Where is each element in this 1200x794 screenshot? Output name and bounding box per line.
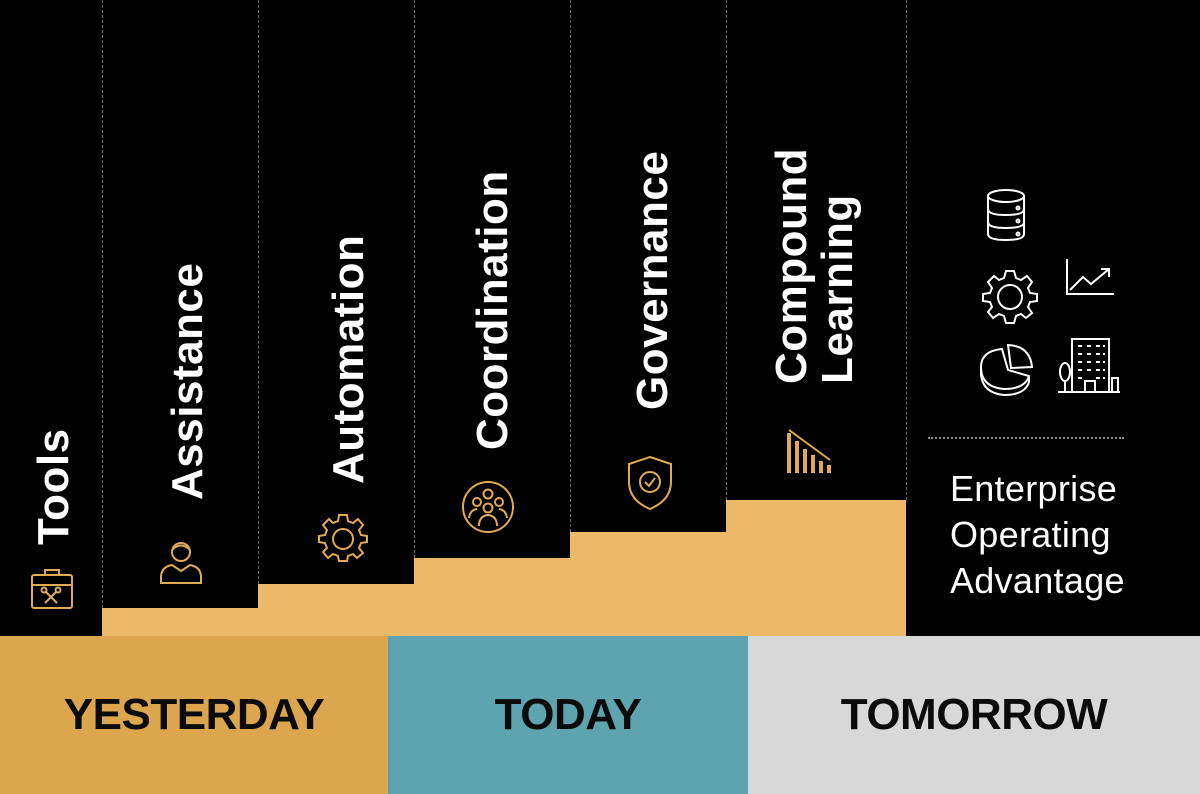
timeline-label: TODAY — [494, 690, 642, 739]
timeline-tomorrow: TOMORROW — [748, 636, 1200, 794]
timeline-today: TODAY — [388, 636, 748, 794]
stage-label-assistance: Assistance — [163, 262, 212, 500]
gold-staircase — [102, 500, 906, 636]
team-icon — [461, 480, 515, 534]
column-divider — [414, 0, 415, 558]
gear-icon — [318, 512, 368, 562]
shield-check-icon — [626, 455, 674, 511]
maturity-staircase: Tools Assistance Automation Coordination… — [29, 0, 1125, 636]
section-divider — [928, 437, 1124, 439]
stage-label-automation: Automation — [324, 234, 373, 484]
pie-chart-icon — [978, 343, 1034, 402]
gear-icon — [981, 268, 1039, 331]
column-divider — [726, 0, 727, 500]
building-icon — [1057, 336, 1121, 401]
trend-chart-icon — [1064, 257, 1116, 302]
column-divider — [570, 0, 571, 532]
advantage-line: Enterprise — [950, 468, 1118, 509]
advantage-line: Operating — [950, 514, 1111, 555]
stage-label-tools: Tools — [29, 428, 78, 545]
descending-bars-icon — [784, 427, 834, 477]
timeline-label: TOMORROW — [840, 690, 1108, 739]
stage-label-compound-learning: Compound Learning — [767, 147, 863, 384]
enterprise-operating-advantage: Enterprise Operating Advantage — [950, 466, 1125, 604]
timeline-label: YESTERDAY — [63, 690, 325, 739]
stage-label-coordination: Coordination — [468, 170, 517, 450]
column-divider — [102, 0, 103, 608]
column-divider — [258, 0, 259, 584]
stage-label-governance: Governance — [628, 150, 677, 410]
timeline-yesterday: YESTERDAY — [0, 636, 388, 794]
advantage-line: Advantage — [950, 560, 1125, 601]
column-divider — [906, 0, 907, 500]
database-icon — [985, 188, 1027, 247]
toolbox-icon — [29, 565, 75, 613]
person-icon — [158, 537, 204, 585]
